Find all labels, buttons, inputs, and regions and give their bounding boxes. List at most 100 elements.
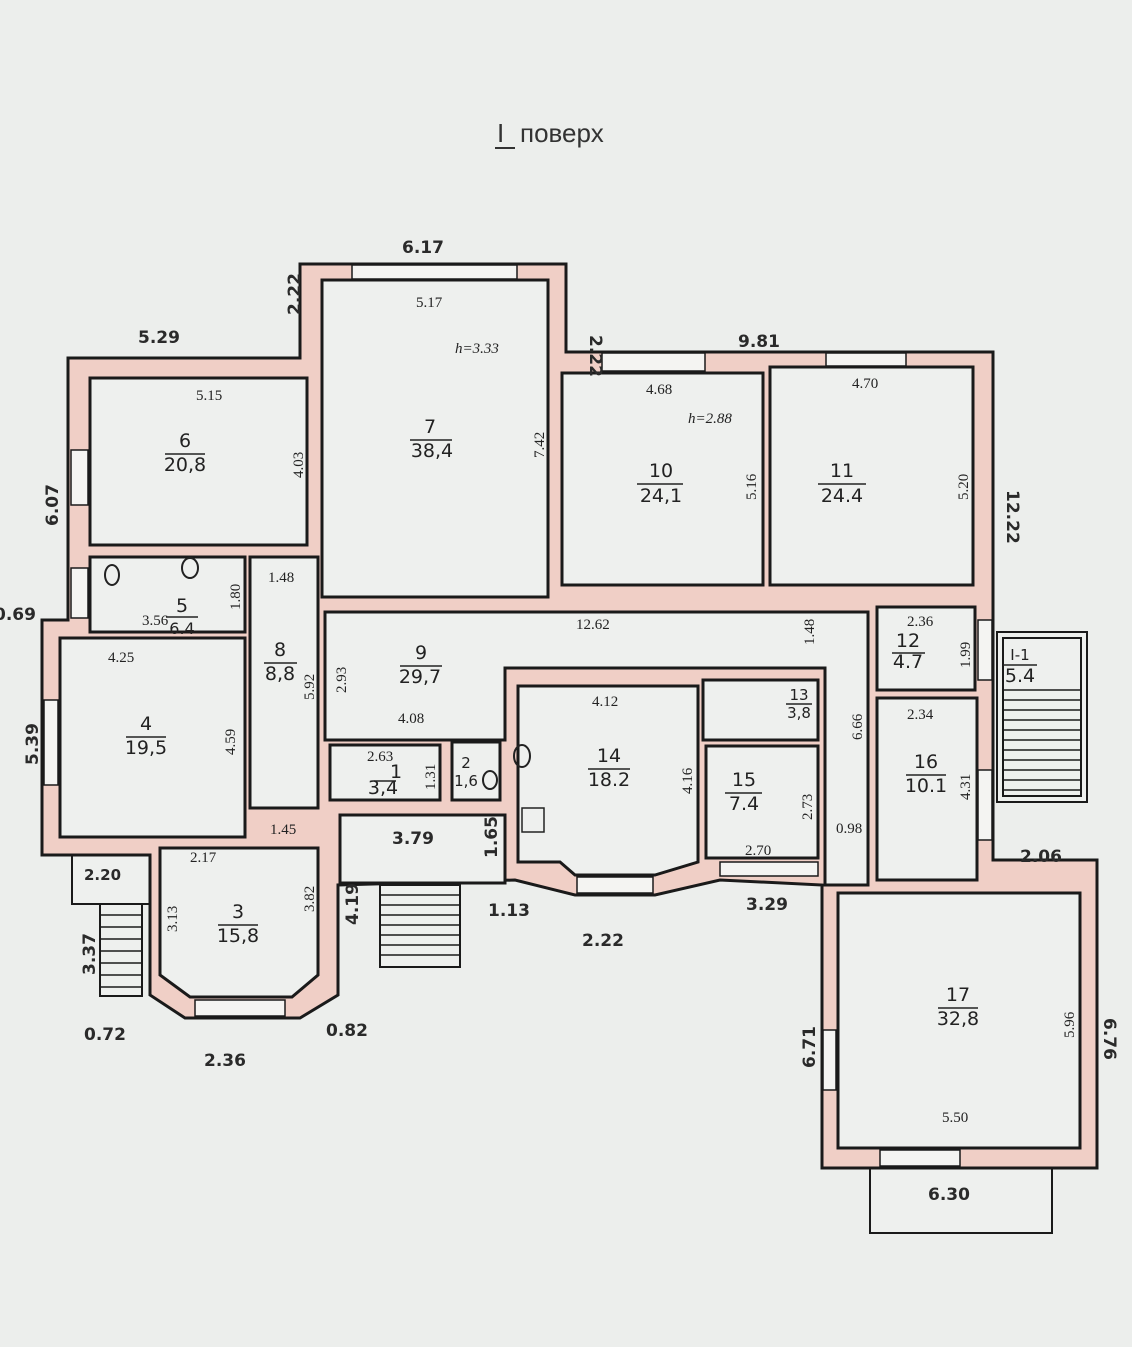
window (576, 876, 654, 894)
dimension: 2.22 (585, 335, 605, 377)
room-7 (320, 278, 550, 599)
room-number: 10 (649, 460, 673, 482)
dimension: 2.20 (84, 866, 121, 884)
dimension: 5.50 (942, 1110, 968, 1126)
dimension: 2.36 (204, 1051, 246, 1071)
room-area: 20,8 (164, 454, 206, 476)
room-area: 7.4 (729, 793, 759, 815)
room-number: I-1 (1010, 646, 1029, 664)
dimension: 7.42 (532, 432, 548, 458)
window (601, 352, 706, 372)
room-12 (875, 605, 977, 692)
dimension: 1.80 (228, 584, 244, 610)
stove-icon (521, 807, 545, 833)
room-area: 8,8 (265, 663, 295, 685)
dimension: 6.71 (800, 1026, 820, 1068)
room-14 (516, 684, 700, 877)
dimension: 5.15 (196, 388, 222, 404)
window (719, 861, 819, 877)
handwritten-dimensions: 6.17 2.22 2.22 5.29 9.81 6.07 12.22 0.69… (0, 238, 1119, 1205)
room-number: 16 (914, 751, 938, 773)
dimension: 4.31 (958, 774, 974, 800)
room-6 (88, 376, 309, 547)
dimension: 3.56 (142, 613, 169, 629)
dimension: 4.03 (291, 452, 307, 478)
stairs-front (379, 884, 461, 968)
room-16 (875, 696, 979, 882)
dimension: 2.63 (367, 749, 393, 765)
dimension: 4.25 (108, 650, 134, 666)
dimension: 3.29 (746, 895, 788, 915)
dimension: 1.31 (423, 764, 439, 790)
room-number: 1 (390, 761, 402, 783)
dimension: 6.30 (928, 1185, 970, 1205)
room-10 (560, 371, 765, 587)
dimension: 4.59 (223, 729, 239, 755)
dimension: 6.17 (402, 238, 444, 258)
room-17 (836, 891, 1082, 1150)
room-8 (248, 555, 320, 810)
room-area: 10.1 (905, 775, 947, 797)
dimension: 2.73 (800, 794, 816, 820)
sink-icon (181, 557, 199, 579)
dimension: 3.79 (392, 829, 434, 849)
dimension: 6.66 (850, 713, 866, 740)
dimension: 3.37 (80, 933, 100, 975)
room-number: 17 (946, 984, 970, 1006)
room-number: 2 (461, 754, 471, 772)
room-labels: 1 3,4 2 1,6 3 15,8 4 19,5 5 6.4 6 20,8 7… (125, 416, 1035, 1030)
room-area: 24,1 (640, 485, 682, 507)
dimension: 12.62 (576, 617, 610, 633)
room-area: 3,8 (787, 704, 811, 722)
room-number: 9 (415, 642, 427, 664)
dimension: 1.48 (802, 619, 818, 645)
dimension: 2.22 (582, 931, 624, 951)
dimension: 6.76 (1099, 1018, 1119, 1060)
room-number: 5 (176, 595, 188, 617)
dimension: 3.13 (165, 906, 181, 932)
stairs-left (99, 903, 143, 997)
room-number: 6 (179, 430, 191, 452)
window (822, 1029, 837, 1091)
dimension: 5.16 (744, 473, 760, 500)
room-area: 32,8 (937, 1008, 979, 1030)
dimension: 0.82 (326, 1021, 368, 1041)
dimension: 2.34 (907, 707, 934, 723)
dimension: 9.81 (738, 332, 780, 352)
room-number: 3 (232, 901, 244, 923)
room-1 (328, 743, 442, 802)
dimension: 2.36 (907, 614, 934, 630)
dimension: 5.20 (956, 474, 972, 500)
window (70, 449, 89, 506)
room-15 (704, 744, 820, 860)
dimension: 5.92 (302, 674, 318, 700)
window (194, 999, 286, 1017)
room-area: 18.2 (588, 769, 630, 791)
dimension: 0.72 (84, 1025, 126, 1045)
dimension: 12.22 (1002, 490, 1022, 544)
room-5 (88, 555, 247, 634)
dimension: 2.17 (190, 850, 217, 866)
room-area: 4.7 (893, 651, 923, 673)
room-area: 38,4 (411, 440, 453, 462)
room-11 (768, 365, 975, 587)
window (977, 769, 993, 841)
dimension: 1.45 (270, 822, 296, 838)
dimension: 6.07 (43, 484, 63, 526)
dimension: 5.29 (138, 328, 180, 348)
window (351, 264, 518, 280)
vestibule (338, 813, 507, 885)
room-area: 15,8 (217, 925, 259, 947)
ceiling-height: h=3.33 (455, 341, 499, 357)
room-area: 3,4 (368, 777, 398, 799)
balcony (869, 1164, 1053, 1234)
floor-title: поверх (520, 118, 604, 148)
toilet-icon (104, 564, 120, 586)
sink-icon (513, 744, 531, 768)
dimension: 4.08 (398, 711, 424, 727)
dimension: 1.65 (482, 816, 502, 858)
dimension: 1.48 (268, 570, 294, 586)
ceiling-height: h=2.88 (688, 411, 732, 427)
room-number: 7 (424, 416, 436, 438)
stair-steps (100, 689, 1081, 988)
